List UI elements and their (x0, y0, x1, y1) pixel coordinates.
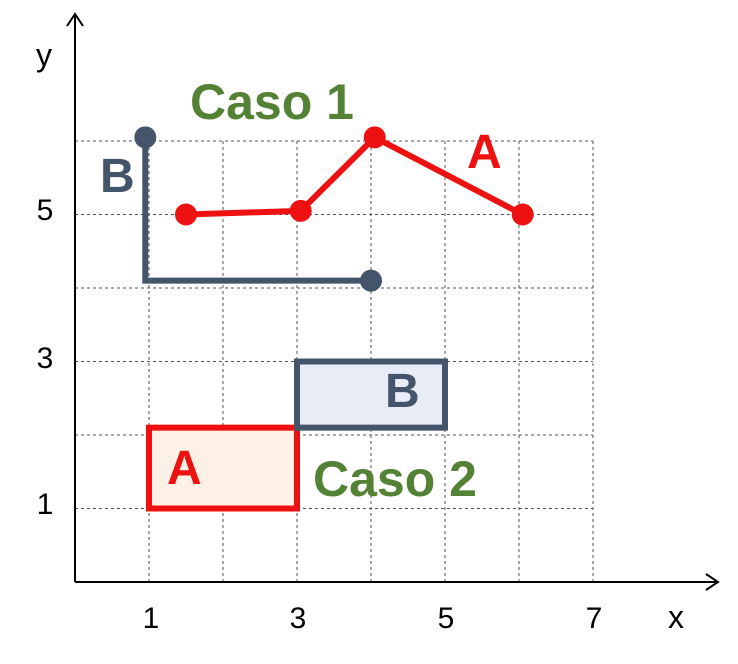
case1-line-a (185, 134, 525, 218)
line-point-marker (289, 199, 312, 222)
x-tick-7: 7 (586, 602, 603, 635)
case1-line-a-markers (175, 126, 534, 226)
case2-rect-a-label: A (167, 442, 202, 495)
y-tick-5: 5 (37, 194, 54, 227)
y-tick-1: 1 (37, 488, 54, 521)
y-tick-3: 3 (37, 342, 54, 375)
y-axis-arrow (66, 12, 84, 27)
y-axis-label: y (36, 37, 52, 73)
line-point-marker (175, 203, 197, 226)
case1-line-b-label: B (100, 150, 135, 203)
line-point-marker (360, 269, 382, 292)
case2-rect-b-label: B (385, 365, 420, 418)
x-tick-3: 3 (290, 602, 307, 635)
case1-line-a-label: A (467, 126, 502, 179)
case1-title: Caso 1 (190, 74, 354, 130)
x-tick-5: 5 (438, 602, 455, 635)
case1-line-b-markers (134, 126, 382, 292)
x-axis-label: x (668, 599, 684, 635)
line-point-marker (363, 126, 386, 149)
case2-rect-b (294, 358, 448, 431)
case2-title: Caso 2 (313, 451, 477, 507)
line-point-marker (511, 203, 534, 226)
case2-rect-a (146, 424, 300, 512)
case1-line-b (142, 137, 371, 284)
x-axis-arrow (705, 573, 720, 591)
line-point-marker (134, 126, 157, 149)
x-tick-1: 1 (143, 602, 160, 635)
